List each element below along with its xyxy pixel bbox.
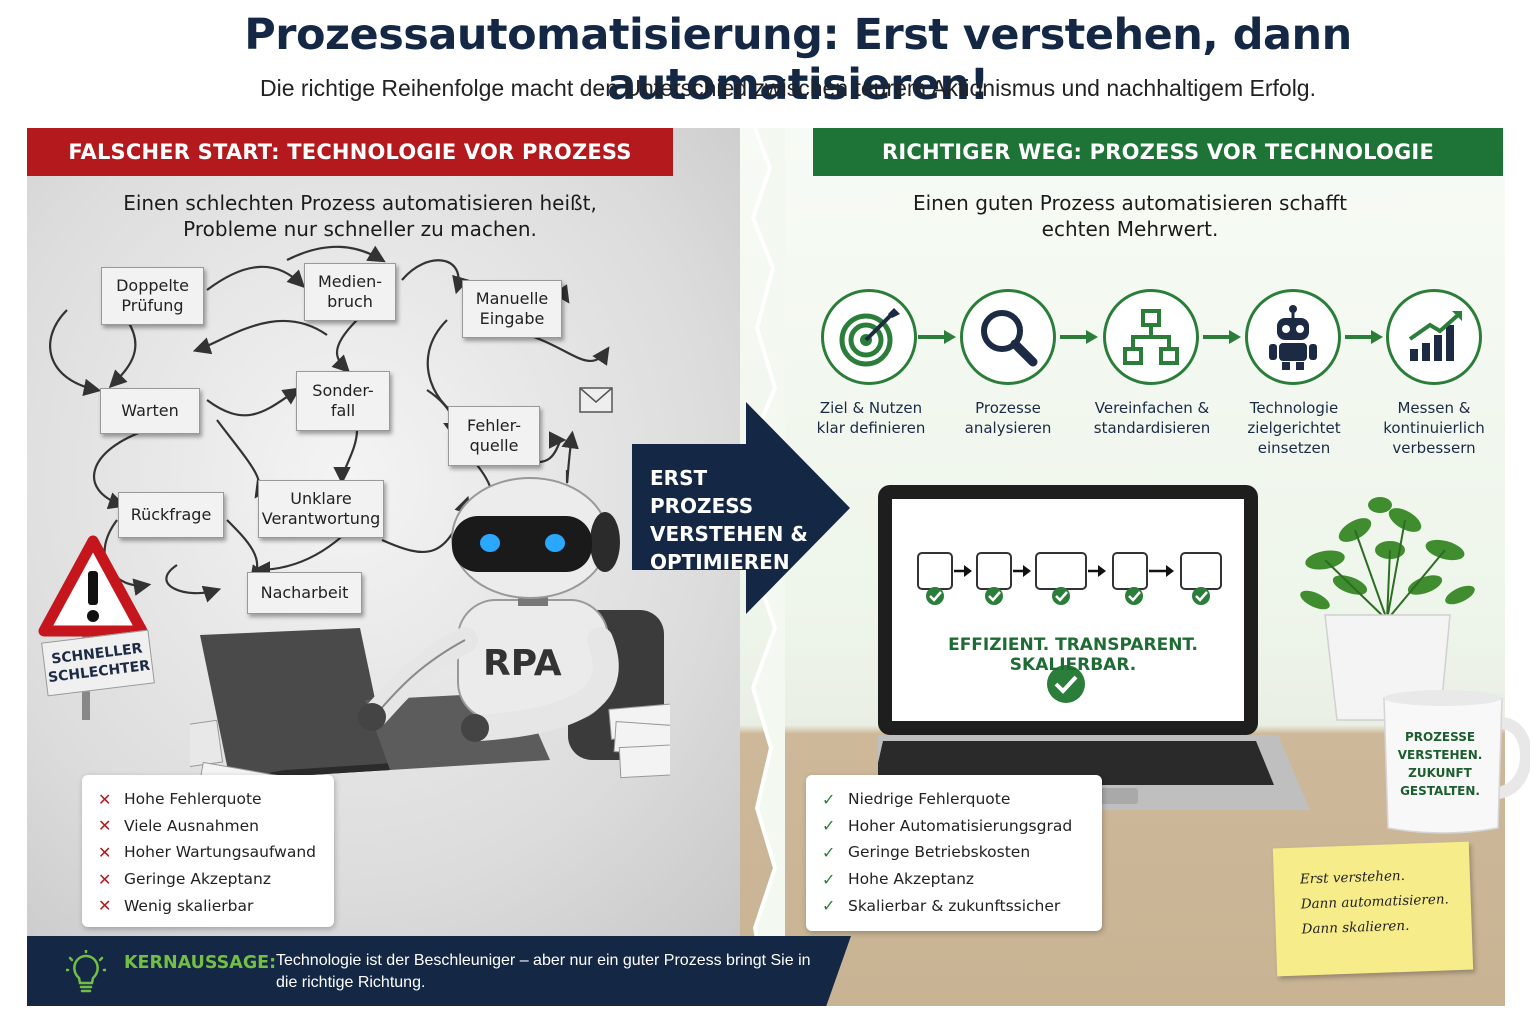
- cross-icon: ✕: [98, 816, 112, 836]
- takeaway-label: KERNAUSSAGE:: [124, 953, 277, 973]
- problem-item: ✕Viele Ausnahmen: [98, 816, 259, 836]
- problems-card: ✕Hohe Fehlerquote ✕Viele Ausnahmen ✕Hohe…: [82, 775, 334, 927]
- laptop-illustration: [878, 485, 1310, 810]
- benefits-card: ✓Niedrige Fehlerquote ✓Hoher Automatisie…: [806, 775, 1102, 931]
- chaos-box-inquiry: Rückfrage: [118, 492, 224, 538]
- cross-icon: ✕: [98, 869, 112, 889]
- center-arrow-text: ERST PROZESS VERSTEHEN & OPTIMIEREN: [650, 466, 808, 574]
- step-arrow-icon: [918, 330, 956, 344]
- chaos-box-unclear-responsibility: Unklare Verantwortung: [258, 480, 384, 538]
- check-icon: ✓: [822, 896, 836, 916]
- benefit-item: ✓Hohe Akzeptanz: [822, 869, 975, 889]
- cross-icon: ✕: [98, 789, 112, 809]
- chaos-box-special-case: Sonder- fall: [296, 371, 390, 431]
- cross-icon: ✕: [98, 896, 112, 916]
- mug-text: PROZESSE VERSTEHEN. ZUKUNFT GESTALTEN.: [1397, 730, 1483, 798]
- step-label: Prozesse analysieren: [964, 399, 1052, 437]
- cross-icon: ✕: [98, 842, 112, 862]
- problem-item: ✕Geringe Akzeptanz: [98, 869, 271, 889]
- flowchart-icon: [1123, 309, 1179, 365]
- check-icon: ✓: [822, 869, 836, 889]
- right-lede: Einen guten Prozess automatisieren schaf…: [912, 191, 1347, 241]
- takeaway-bar: [27, 936, 851, 1006]
- benefit-item: ✓Niedrige Fehlerquote: [822, 789, 1011, 809]
- chaos-box-manual-input: Manuelle Eingabe: [462, 280, 562, 338]
- benefit-item: ✓Skalierbar & zukunftssicher: [822, 896, 1061, 916]
- step-target: [821, 289, 917, 385]
- chaos-box-rework: Nacharbeit: [247, 572, 362, 614]
- warning-triangle-icon: [38, 535, 148, 637]
- benefit-item: ✓Hoher Automatisierungsgrad: [822, 816, 1073, 836]
- problem-item: ✕Wenig skalierbar: [98, 896, 254, 916]
- step-label: Ziel & Nutzen klar definieren: [816, 399, 926, 437]
- sticky-note: Erst verstehen. Dann automatisieren. Dan…: [1272, 841, 1474, 977]
- step-arrow-icon: [1203, 330, 1241, 344]
- step-label: Technologie zielgerichtet einsetzen: [1247, 399, 1341, 457]
- wrong-start-banner: FALSCHER START: TECHNOLOGIE VOR PROZESS: [27, 128, 673, 176]
- growth-chart-icon: [1408, 311, 1462, 361]
- step-analyze: [960, 289, 1056, 385]
- step-label: Messen & kontinuierlich verbessern: [1383, 399, 1485, 457]
- step-technology: [1245, 289, 1341, 385]
- step-label: Vereinfachen & standardisieren: [1093, 399, 1211, 437]
- problem-item: ✕Hoher Wartungsaufwand: [98, 842, 316, 862]
- process-flow-on-screen: [917, 552, 1222, 605]
- screen-message: EFFIZIENT. TRANSPARENT. SKALIERBAR.: [948, 635, 1198, 675]
- takeaway-text: Technologie ist der Beschleuniger – aber…: [276, 952, 811, 991]
- chaos-box-waiting: Warten: [100, 388, 200, 434]
- right-way-banner: RICHTIGER WEG: PROZESS VOR TECHNOLOGIE: [813, 128, 1503, 176]
- left-lede: Einen schlechten Prozess automatisieren …: [123, 191, 597, 241]
- check-icon: ✓: [822, 842, 836, 862]
- check-icon: ✓: [822, 816, 836, 836]
- problem-item: ✕Hohe Fehlerquote: [98, 789, 262, 809]
- envelope-icon: [579, 387, 613, 413]
- lightbulb-icon: [66, 950, 106, 993]
- chaos-box-media-break: Medien- bruch: [304, 263, 396, 321]
- svg-text:RPA: RPA: [483, 643, 562, 684]
- chaos-box-error-source: Fehler- quelle: [448, 406, 540, 466]
- step-arrow-icon: [1060, 330, 1098, 344]
- chaos-box-double-check: Doppelte Prüfung: [101, 267, 204, 325]
- robot-icon: [1269, 305, 1317, 370]
- step-measure: [1386, 289, 1482, 385]
- center-arrow-shape: [632, 402, 850, 614]
- page-subtitle: Die richtige Reihenfolge macht den Unter…: [260, 75, 1316, 101]
- step-arrow-icon: [1345, 330, 1383, 344]
- benefit-item: ✓Geringe Betriebskosten: [822, 842, 1031, 862]
- mug-illustration: [1383, 690, 1530, 834]
- page-title: Prozessautomatisierung: Erst verstehen, …: [244, 10, 1352, 110]
- rpa-robot-illustration: RPA: [190, 477, 670, 790]
- target-icon: [839, 308, 900, 367]
- step-simplify: [1103, 289, 1199, 385]
- check-icon: ✓: [822, 789, 836, 809]
- checkmark-icon: [1047, 665, 1085, 703]
- magnifier-icon: [981, 310, 1038, 367]
- note-line: Dann skalieren.: [1301, 917, 1410, 938]
